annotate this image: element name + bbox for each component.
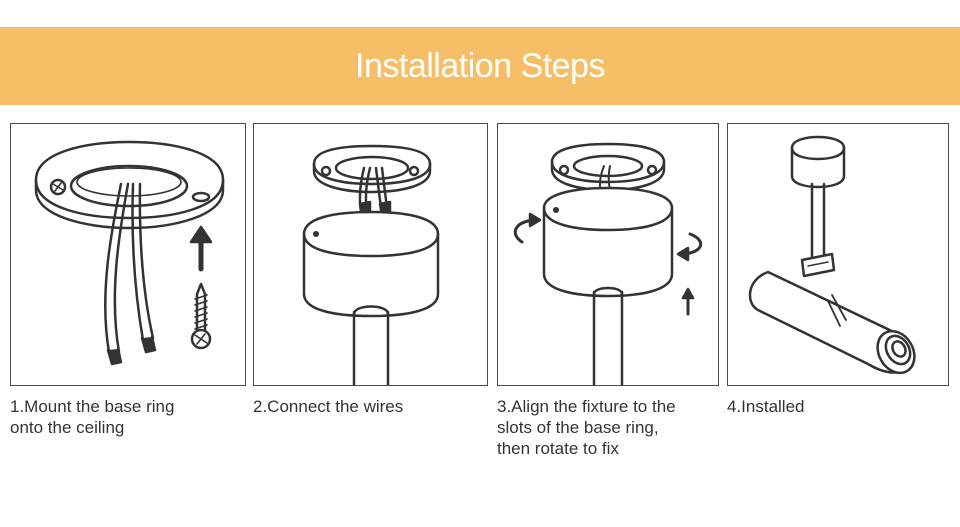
page-title: Installation Steps <box>355 46 605 85</box>
step-1-panel <box>10 123 246 386</box>
step-3-illustration <box>513 142 702 385</box>
step-2-illustration <box>302 144 440 385</box>
step-2-caption: 2.Connect the wires <box>253 397 404 416</box>
step-4-panel <box>727 123 949 386</box>
header-banner: Installation Steps <box>0 27 960 105</box>
step-2-panel <box>253 123 488 386</box>
step-1-caption: 1.Mount the base ring onto the ceiling <box>10 397 175 437</box>
step-4-caption: 4.Installed <box>727 397 805 416</box>
step-3-panel <box>497 123 719 386</box>
step-3-caption: 3.Align the fixture to the slots of the … <box>497 397 676 458</box>
step-1-illustration <box>34 140 225 366</box>
step-4-illustration <box>748 135 916 375</box>
